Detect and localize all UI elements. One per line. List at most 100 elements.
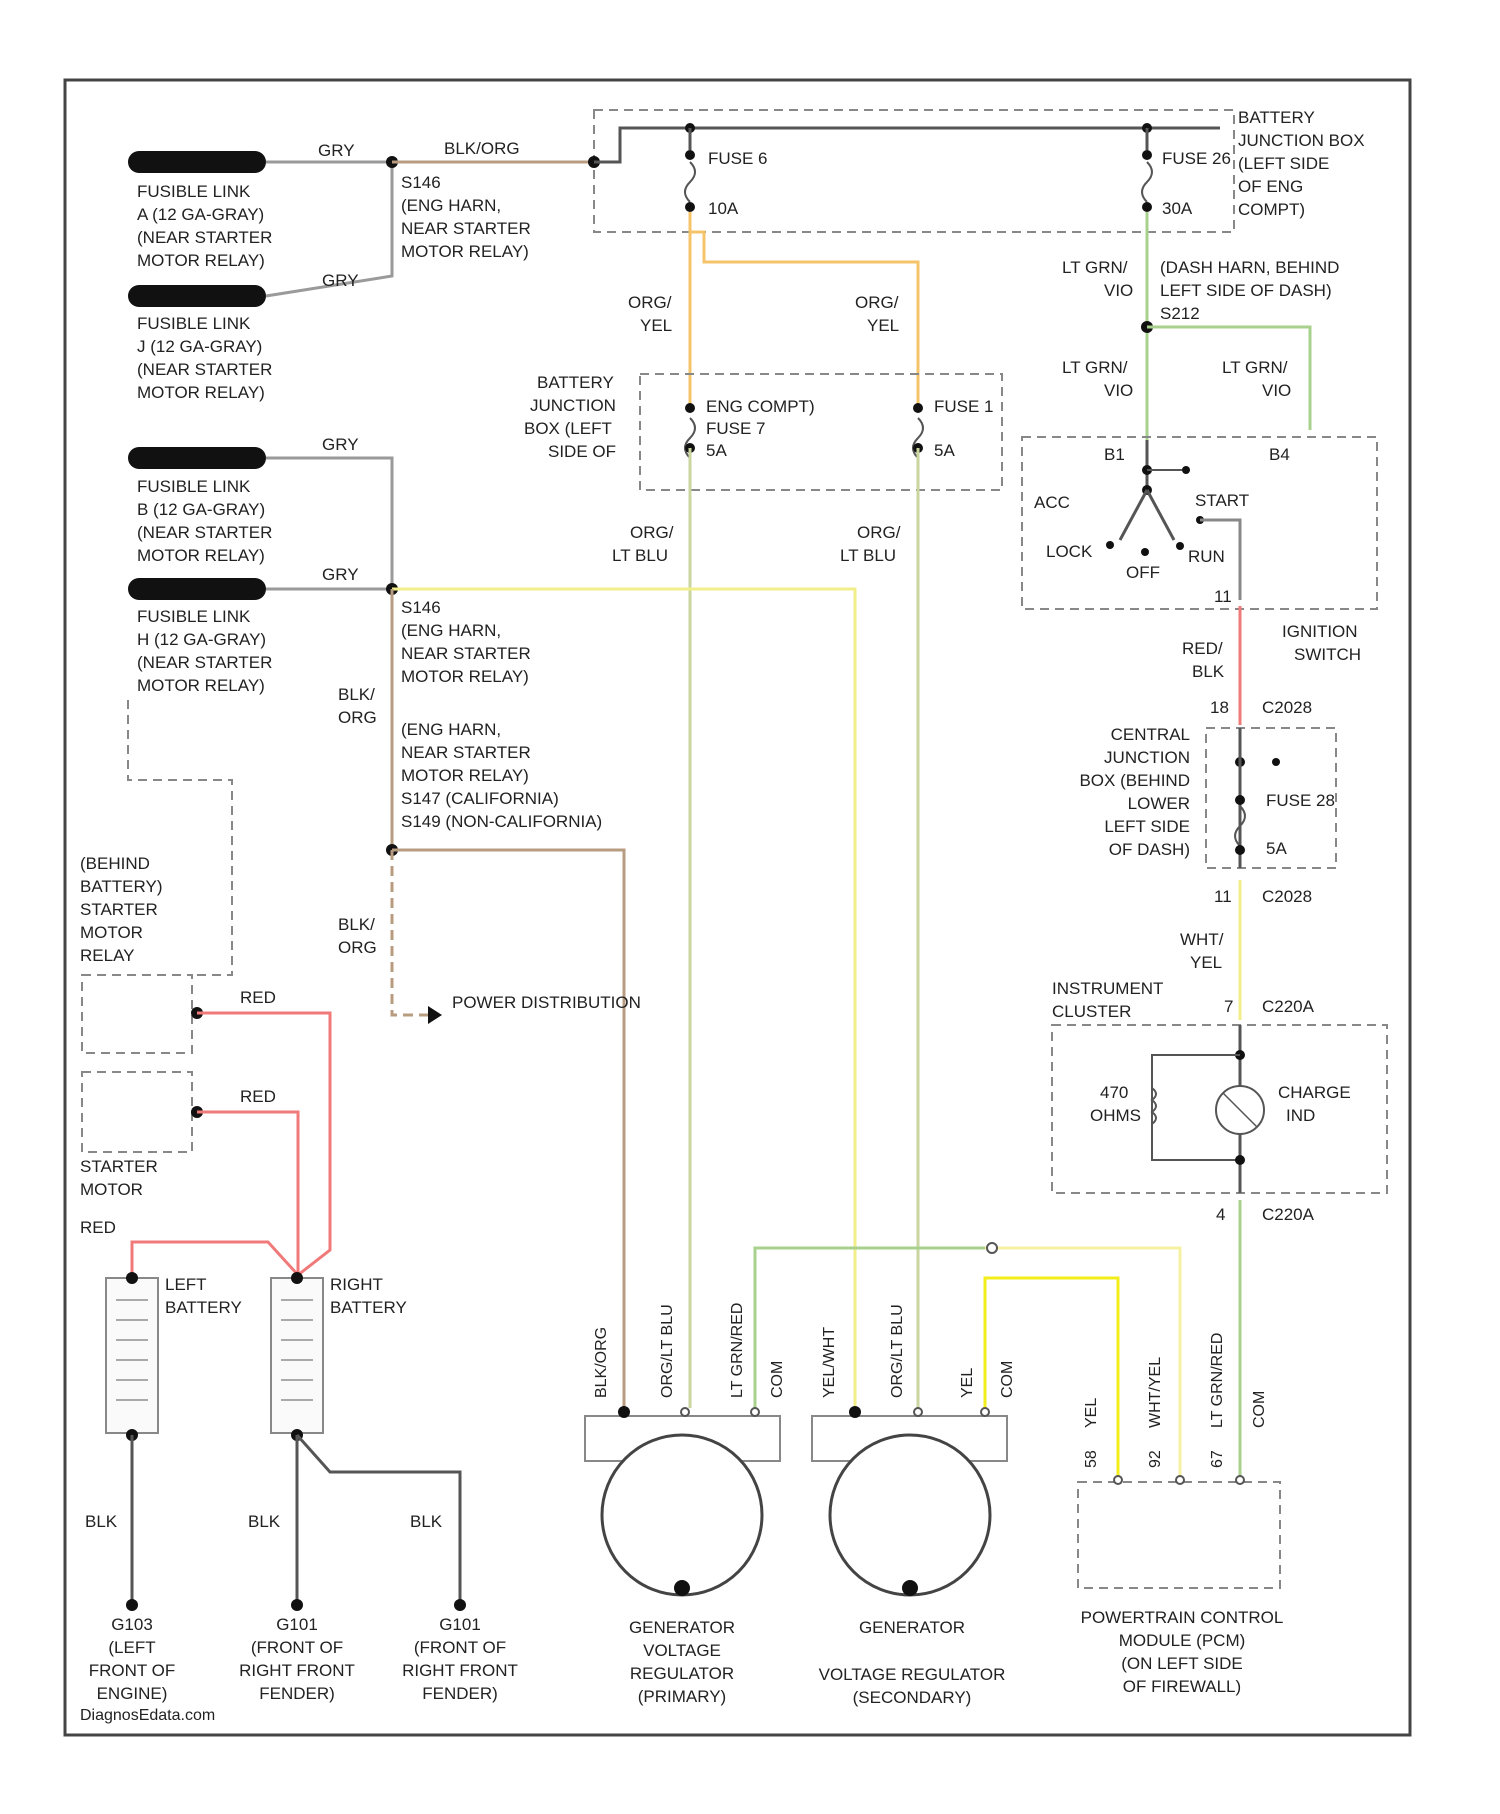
svg-text:(NEAR STARTER: (NEAR STARTER — [137, 228, 272, 247]
svg-text:JUNCTION BOX: JUNCTION BOX — [1238, 131, 1365, 150]
fusible-link-a: GRY FUSIBLE LINK A (12 GA-GRAY) (NEAR ST… — [128, 141, 392, 270]
svg-text:RIGHT FRONT: RIGHT FRONT — [402, 1661, 518, 1680]
splice-s212-label: (DASH HARN, BEHIND LEFT SIDE OF DASH) S2… — [1160, 258, 1339, 323]
svg-text:BATTERY: BATTERY — [537, 373, 614, 392]
svg-text:BLK/ORG: BLK/ORG — [593, 1327, 610, 1398]
svg-text:LOWER: LOWER — [1128, 794, 1190, 813]
svg-text:JUNCTION: JUNCTION — [530, 396, 616, 415]
svg-text:RED: RED — [240, 988, 276, 1007]
ground-g101-label: G101 (FRONT OF RIGHT FRONT FENDER) — [239, 1615, 355, 1703]
svg-text:LT GRN/: LT GRN/ — [1062, 358, 1128, 377]
fusible-link-h: GRY FUSIBLE LINK H (12 GA-GRAY) (NEAR ST… — [128, 565, 392, 695]
svg-text:ORG/: ORG/ — [855, 293, 899, 312]
svg-text:(BEHIND: (BEHIND — [80, 854, 150, 873]
svg-text:POWERTRAIN CONTROL: POWERTRAIN CONTROL — [1081, 1608, 1284, 1627]
svg-text:MOTOR RELAY): MOTOR RELAY) — [137, 546, 265, 565]
svg-text:G101: G101 — [276, 1615, 318, 1634]
svg-text:FUSE 28: FUSE 28 — [1266, 791, 1335, 810]
svg-text:OF FIREWALL): OF FIREWALL) — [1123, 1677, 1241, 1696]
svg-text:5A: 5A — [934, 441, 955, 460]
svg-text:FUSIBLE LINK: FUSIBLE LINK — [137, 182, 251, 201]
svg-text:(LEFT: (LEFT — [108, 1638, 155, 1657]
svg-text:(SECONDARY): (SECONDARY) — [853, 1688, 972, 1707]
svg-text:FENDER): FENDER) — [422, 1684, 498, 1703]
svg-text:RUN: RUN — [1188, 547, 1225, 566]
svg-text:G101: G101 — [439, 1615, 481, 1634]
svg-text:OF DASH): OF DASH) — [1109, 840, 1190, 859]
svg-text:FUSE 1: FUSE 1 — [934, 397, 994, 416]
svg-text:BLK/: BLK/ — [338, 685, 375, 704]
gen-primary-label: GENERATOR VOLTAGE REGULATOR (PRIMARY) — [629, 1618, 735, 1706]
svg-text:LT BLU: LT BLU — [840, 546, 896, 565]
svg-text:VIO: VIO — [1104, 281, 1133, 300]
svg-text:GENERATOR: GENERATOR — [629, 1618, 735, 1637]
svg-text:MOTOR RELAY): MOTOR RELAY) — [401, 242, 529, 261]
svg-text:WHT/: WHT/ — [1180, 930, 1224, 949]
fl-a-wire-label: GRY — [318, 141, 355, 160]
fuse-26-symbol — [1142, 162, 1152, 202]
svg-text:(ON LEFT SIDE: (ON LEFT SIDE — [1121, 1654, 1243, 1673]
svg-text:RELAY: RELAY — [80, 946, 135, 965]
generator-secondary-icon — [830, 1435, 990, 1595]
svg-text:SWITCH: SWITCH — [1294, 645, 1361, 664]
svg-text:MOTOR RELAY): MOTOR RELAY) — [137, 676, 265, 695]
svg-text:COM: COM — [999, 1361, 1016, 1398]
svg-text:BOX (BEHIND: BOX (BEHIND — [1079, 771, 1190, 790]
fusible-link-b-symbol — [128, 447, 266, 469]
svg-text:LEFT: LEFT — [165, 1275, 207, 1294]
svg-text:NEAR STARTER: NEAR STARTER — [401, 743, 531, 762]
svg-text:LEFT SIDE OF DASH): LEFT SIDE OF DASH) — [1160, 281, 1332, 300]
starter-motor-relay-box — [82, 975, 192, 1053]
svg-text:(ENG HARN,: (ENG HARN, — [401, 196, 501, 215]
svg-text:FENDER): FENDER) — [259, 1684, 335, 1703]
svg-text:MOTOR: MOTOR — [80, 1180, 143, 1199]
svg-text:ENGINE): ENGINE) — [97, 1684, 168, 1703]
svg-text:MOTOR RELAY): MOTOR RELAY) — [137, 383, 265, 402]
svg-text:18: 18 — [1210, 698, 1229, 717]
svg-text:VIO: VIO — [1104, 381, 1133, 400]
svg-text:ORG/: ORG/ — [630, 523, 674, 542]
svg-text:LT GRN/: LT GRN/ — [1062, 258, 1128, 277]
svg-text:(NEAR STARTER: (NEAR STARTER — [137, 360, 272, 379]
right-battery: RIGHT BATTERY — [271, 1272, 407, 1441]
svg-text:S212: S212 — [1160, 304, 1200, 323]
svg-text:LEFT SIDE: LEFT SIDE — [1104, 817, 1190, 836]
svg-text:C2028: C2028 — [1262, 698, 1312, 717]
svg-text:YEL: YEL — [867, 316, 899, 335]
ignition-switch-contact-icon — [1120, 490, 1147, 540]
svg-text:YEL/WHT: YEL/WHT — [821, 1327, 838, 1398]
svg-text:VOLTAGE REGULATOR: VOLTAGE REGULATOR — [819, 1665, 1006, 1684]
left-battery-icon — [106, 1278, 158, 1433]
svg-text:COM: COM — [769, 1361, 786, 1398]
red-wire-battery-link — [132, 1242, 298, 1275]
svg-text:5A: 5A — [1266, 839, 1287, 858]
svg-text:FUSE 6: FUSE 6 — [708, 149, 768, 168]
svg-text:LT GRN/: LT GRN/ — [1222, 358, 1288, 377]
svg-text:ORG/: ORG/ — [857, 523, 901, 542]
starter-motor-box — [82, 1072, 192, 1152]
splice-s147-label: (ENG HARN, NEAR STARTER MOTOR RELAY) S14… — [401, 720, 602, 831]
ground-g103-icon — [126, 1599, 138, 1611]
svg-text:7: 7 — [1224, 997, 1233, 1016]
svg-text:VOLTAGE: VOLTAGE — [643, 1641, 721, 1660]
svg-text:FUSE 7: FUSE 7 — [706, 419, 766, 438]
ground-g101-icon — [291, 1599, 303, 1611]
svg-text:BLK: BLK — [85, 1512, 118, 1531]
svg-text:COM: COM — [1251, 1391, 1268, 1428]
svg-text:30A: 30A — [1162, 199, 1193, 218]
splice-s146-top-label: S146 (ENG HARN, NEAR STARTER MOTOR RELAY… — [401, 173, 531, 261]
fuse-6-symbol — [685, 162, 695, 202]
svg-text:H (12 GA-GRAY): H (12 GA-GRAY) — [137, 630, 266, 649]
fusible-link-dashed-route — [128, 700, 232, 975]
svg-text:STARTER: STARTER — [80, 900, 158, 919]
svg-text:CENTRAL: CENTRAL — [1111, 725, 1190, 744]
svg-text:GENERATOR: GENERATOR — [859, 1618, 965, 1637]
svg-text:ACC: ACC — [1034, 493, 1070, 512]
svg-text:S146: S146 — [401, 173, 441, 192]
svg-text:A (12 GA-GRAY): A (12 GA-GRAY) — [137, 205, 264, 224]
blk-org-wire-to-gen — [392, 850, 624, 1408]
svg-text:CHARGE: CHARGE — [1278, 1083, 1351, 1102]
svg-text:WHT/YEL: WHT/YEL — [1147, 1357, 1164, 1428]
svg-text:BATTERY: BATTERY — [1238, 108, 1315, 127]
